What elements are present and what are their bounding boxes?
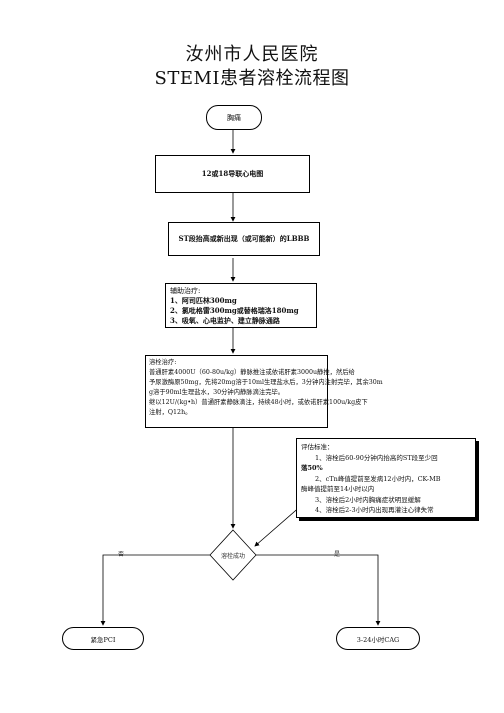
- criteria-line: 酶峰值提前至14小时以内: [301, 485, 375, 493]
- adjunct-line: 3、吸氧、心电监护、建立静脉通路: [170, 316, 280, 325]
- adjunct-line: 2、氯吡格雷300mg或替格瑞洛180mg: [170, 306, 299, 315]
- criteria-line: 落50%: [301, 464, 323, 472]
- decision-diamond: [209, 529, 257, 581]
- st-elevation-label: ST段抬高或新出现（或可能新）的LBBB: [178, 234, 310, 243]
- hospital-name: 汝州市人民医院: [185, 44, 319, 65]
- adjunct-therapy-box: 辅助治疗: 1、阿司匹林300mg 2、氯吡格雷300mg或替格瑞洛180mg …: [165, 283, 317, 328]
- adjunct-heading: 辅助治疗:: [170, 287, 201, 295]
- criteria-line: 3、溶栓后2小时内胸痛症状明显缓解: [315, 495, 421, 504]
- yes-label: 是: [334, 551, 341, 558]
- criteria-line: 4、溶栓后2-3小时内出现再灌注心律失常: [315, 506, 434, 514]
- thrombolysis-line: 普通肝素4000U（60-80u/kg）静脉推注或依诺肝素3000u静推，然后给: [149, 369, 355, 376]
- cag-node: 3-24小时CAG: [336, 627, 420, 650]
- st-elevation-box: ST段抬高或新出现（或可能新）的LBBB: [168, 222, 320, 256]
- criteria-heading: 评估标准：: [301, 443, 334, 451]
- cag-label: 3-24小时CAG: [356, 635, 400, 644]
- thrombolysis-box: 溶栓治疗: 普通肝素4000U（60-80u/kg）静脉推注或依诺肝素3000u…: [145, 355, 383, 428]
- adjunct-line: 1、阿司匹林300mg: [170, 296, 237, 305]
- start-node: 胸痛: [206, 105, 262, 130]
- criteria-line: 1、溶栓后60-90分钟内抬高的ST段至少回: [315, 453, 438, 462]
- arrow-decision-pci: [100, 554, 210, 626]
- thrombolysis-line: 继以12U/(kg•h）普通肝素静脉滴注，持续48小时，或依诺肝素100u/kg…: [149, 399, 368, 406]
- arrow-criteria-decision: [254, 504, 303, 547]
- ecg-box: 12或18导联心电图: [155, 155, 310, 193]
- thrombolysis-line: 注射，Q12h。: [149, 409, 192, 416]
- thrombolysis-line: g溶于90ml生理盐水，30分钟内静脉滴注完毕。: [149, 389, 285, 396]
- page-title: STEMI患者溶栓流程图: [154, 68, 350, 89]
- decision-label: 溶栓成功: [220, 553, 245, 560]
- start-label: 胸痛: [227, 113, 241, 122]
- no-label: 否: [118, 551, 125, 558]
- thrombolysis-heading: 溶栓治疗:: [149, 359, 177, 366]
- arrow-decision-cag: [256, 554, 381, 626]
- emergency-pci-node: 紧急PCI: [62, 627, 144, 650]
- emergency-pci-label: 紧急PCI: [90, 635, 116, 644]
- criteria-line: 2、cTn峰值提前至发病12小时内，CK-MB: [315, 474, 441, 483]
- thrombolysis-line: 予尿激酶原50mg，先将20mg溶于10ml生理盐水后，3分钟内注射完毕，其余3…: [149, 379, 383, 386]
- ecg-label: 12或18导联心电图: [201, 169, 264, 178]
- evaluation-criteria-box: 评估标准： 1、溶栓后60-90分钟内抬高的ST段至少回 落50% 2、cTn峰…: [296, 438, 476, 518]
